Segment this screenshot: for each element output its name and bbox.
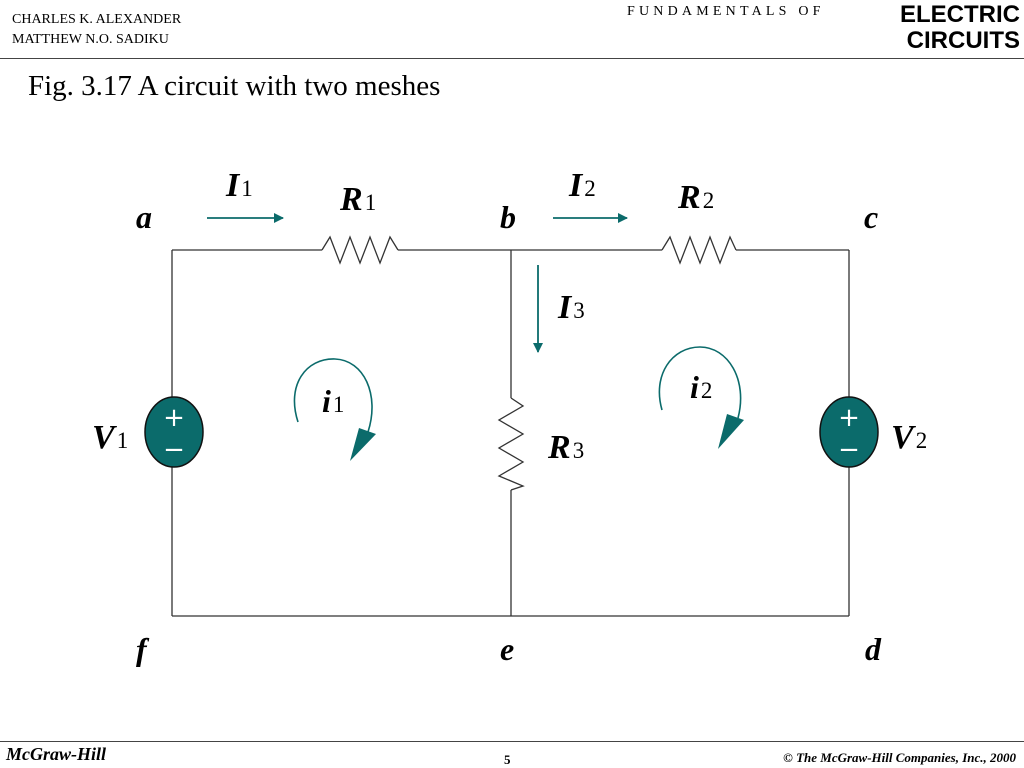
authors: CHARLES K. ALEXANDER MATTHEW N.O. SADIKU [12,10,181,50]
resistor-r2 [661,235,737,265]
v2-minus-sign: − [838,435,860,465]
logo-line-1: ELECTRIC [900,1,1020,28]
label-R2: R2 [677,179,714,216]
label-R3: R3 [547,429,584,466]
node-label-a: a [136,199,152,235]
label-i2: i2 [690,369,712,405]
node-label-e: e [500,631,514,667]
v1-plus-sign: + [163,403,185,433]
mesh-loop-i2 [658,346,744,449]
label-I1: I1 [225,167,253,204]
copyright-notice: © The McGraw-Hill Companies, Inc., 2000 [783,750,1016,765]
label-i1: i1 [322,383,344,419]
node-label-c: c [864,199,878,235]
voltage-source-v1: + − [144,396,204,468]
author-line-1: CHARLES K. ALEXANDER [12,12,182,27]
node-label-b: b [500,199,516,235]
voltage-source-v2: + − [819,396,879,468]
circuit-diagram: + − + − a b c d e f I1 R1 I2 R2 I3 R3 V1… [92,167,927,667]
node-labels: a b c d e f [136,199,882,667]
label-V1: V1 [92,419,128,456]
label-I3: I3 [557,289,585,326]
footer-divider [0,741,1024,742]
label-R1: R1 [339,181,376,218]
resistor-r3 [497,397,525,491]
author-line-2: MATTHEW N.O. SADIKU [12,32,169,47]
header-divider [0,58,1024,59]
component-labels: I1 R1 I2 R2 I3 R3 V1 V2 i1 i2 [92,167,927,466]
mesh-loop-i1 [293,358,376,461]
node-label-d: d [865,631,882,667]
label-I2: I2 [568,167,596,204]
wires [171,249,850,617]
series-name: FUNDAMENTALS OF [627,4,825,19]
v1-minus-sign: − [163,435,185,465]
page-number: 5 [504,752,511,767]
label-V2: V2 [891,419,927,456]
resistor-r1 [321,235,399,265]
figure-title: Fig. 3.17 A circuit with two meshes [28,70,441,102]
v2-plus-sign: + [838,403,860,433]
book-logo: ELECTRIC CIRCUITS [872,2,1020,54]
logo-line-2: CIRCUITS [906,27,1020,54]
publisher-name: McGraw-Hill [6,744,107,764]
node-label-f: f [136,631,150,667]
